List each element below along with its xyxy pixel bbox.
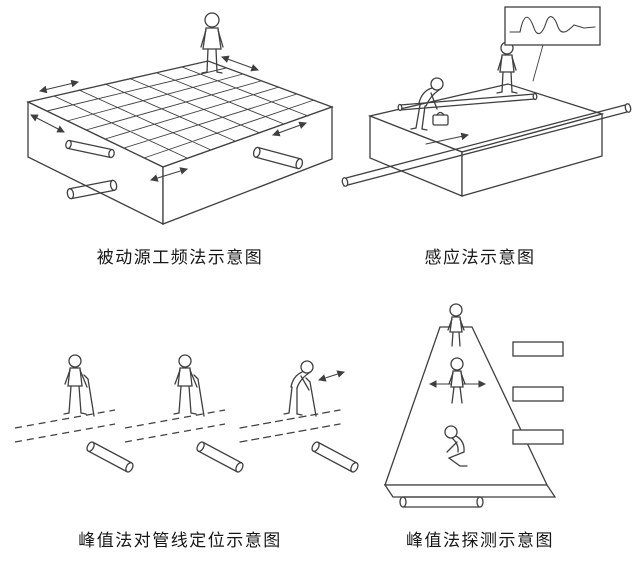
person-figure — [200, 12, 224, 74]
caption-induction: 感应法示意图 — [424, 248, 536, 267]
person-with-detector — [63, 354, 95, 417]
person-figure-top — [447, 303, 465, 347]
person-figure-crouched — [444, 425, 468, 467]
pipe-cylinder-left-face — [65, 139, 115, 159]
sweep-arrow — [318, 370, 345, 382]
person-figure-standing — [496, 41, 518, 94]
induction-illustration — [341, 6, 632, 197]
locate-unit-2 — [124, 354, 246, 474]
dashed-locate-lines — [124, 409, 246, 474]
pipe-cylinder-right — [252, 146, 304, 170]
peak-positioning-illustration — [14, 354, 360, 474]
pipe-cylinder-bottom — [399, 496, 484, 508]
direction-arrow — [425, 132, 469, 145]
passive-source-illustration — [26, 12, 334, 226]
person-figure-bent — [410, 77, 444, 131]
signal-bars — [512, 341, 564, 445]
pipe-cylinder-bottom-left — [66, 179, 118, 200]
signal-bar — [512, 341, 564, 357]
instrument-case — [432, 111, 449, 126]
person-figure-middle — [448, 357, 466, 404]
signal-bar — [512, 386, 564, 402]
signal-bar — [512, 429, 564, 445]
person-figure-bent — [283, 360, 317, 417]
pipe-cylinder-long — [341, 103, 632, 187]
person-with-detector — [173, 354, 205, 417]
grid-lines — [46, 66, 315, 159]
caption-passive-source: 被动源工频法示意图 — [96, 248, 264, 267]
pipe-rod-on-platform — [397, 92, 538, 112]
grid-slab — [26, 60, 334, 226]
peak-detection-illustration — [383, 303, 564, 508]
dashed-locate-lines — [14, 409, 136, 474]
measure-arrows — [30, 55, 307, 182]
platform-slab — [367, 83, 605, 197]
locate-unit-3 — [239, 360, 360, 474]
caption-peak-detection: 峰值法探测示意图 — [406, 531, 554, 550]
caption-peak-positioning: 峰值法对管线定位示意图 — [78, 531, 282, 550]
waveform-display — [504, 6, 601, 82]
locate-unit-1 — [14, 354, 136, 474]
display-lead-line — [532, 44, 544, 82]
dashed-locate-lines — [239, 409, 360, 474]
